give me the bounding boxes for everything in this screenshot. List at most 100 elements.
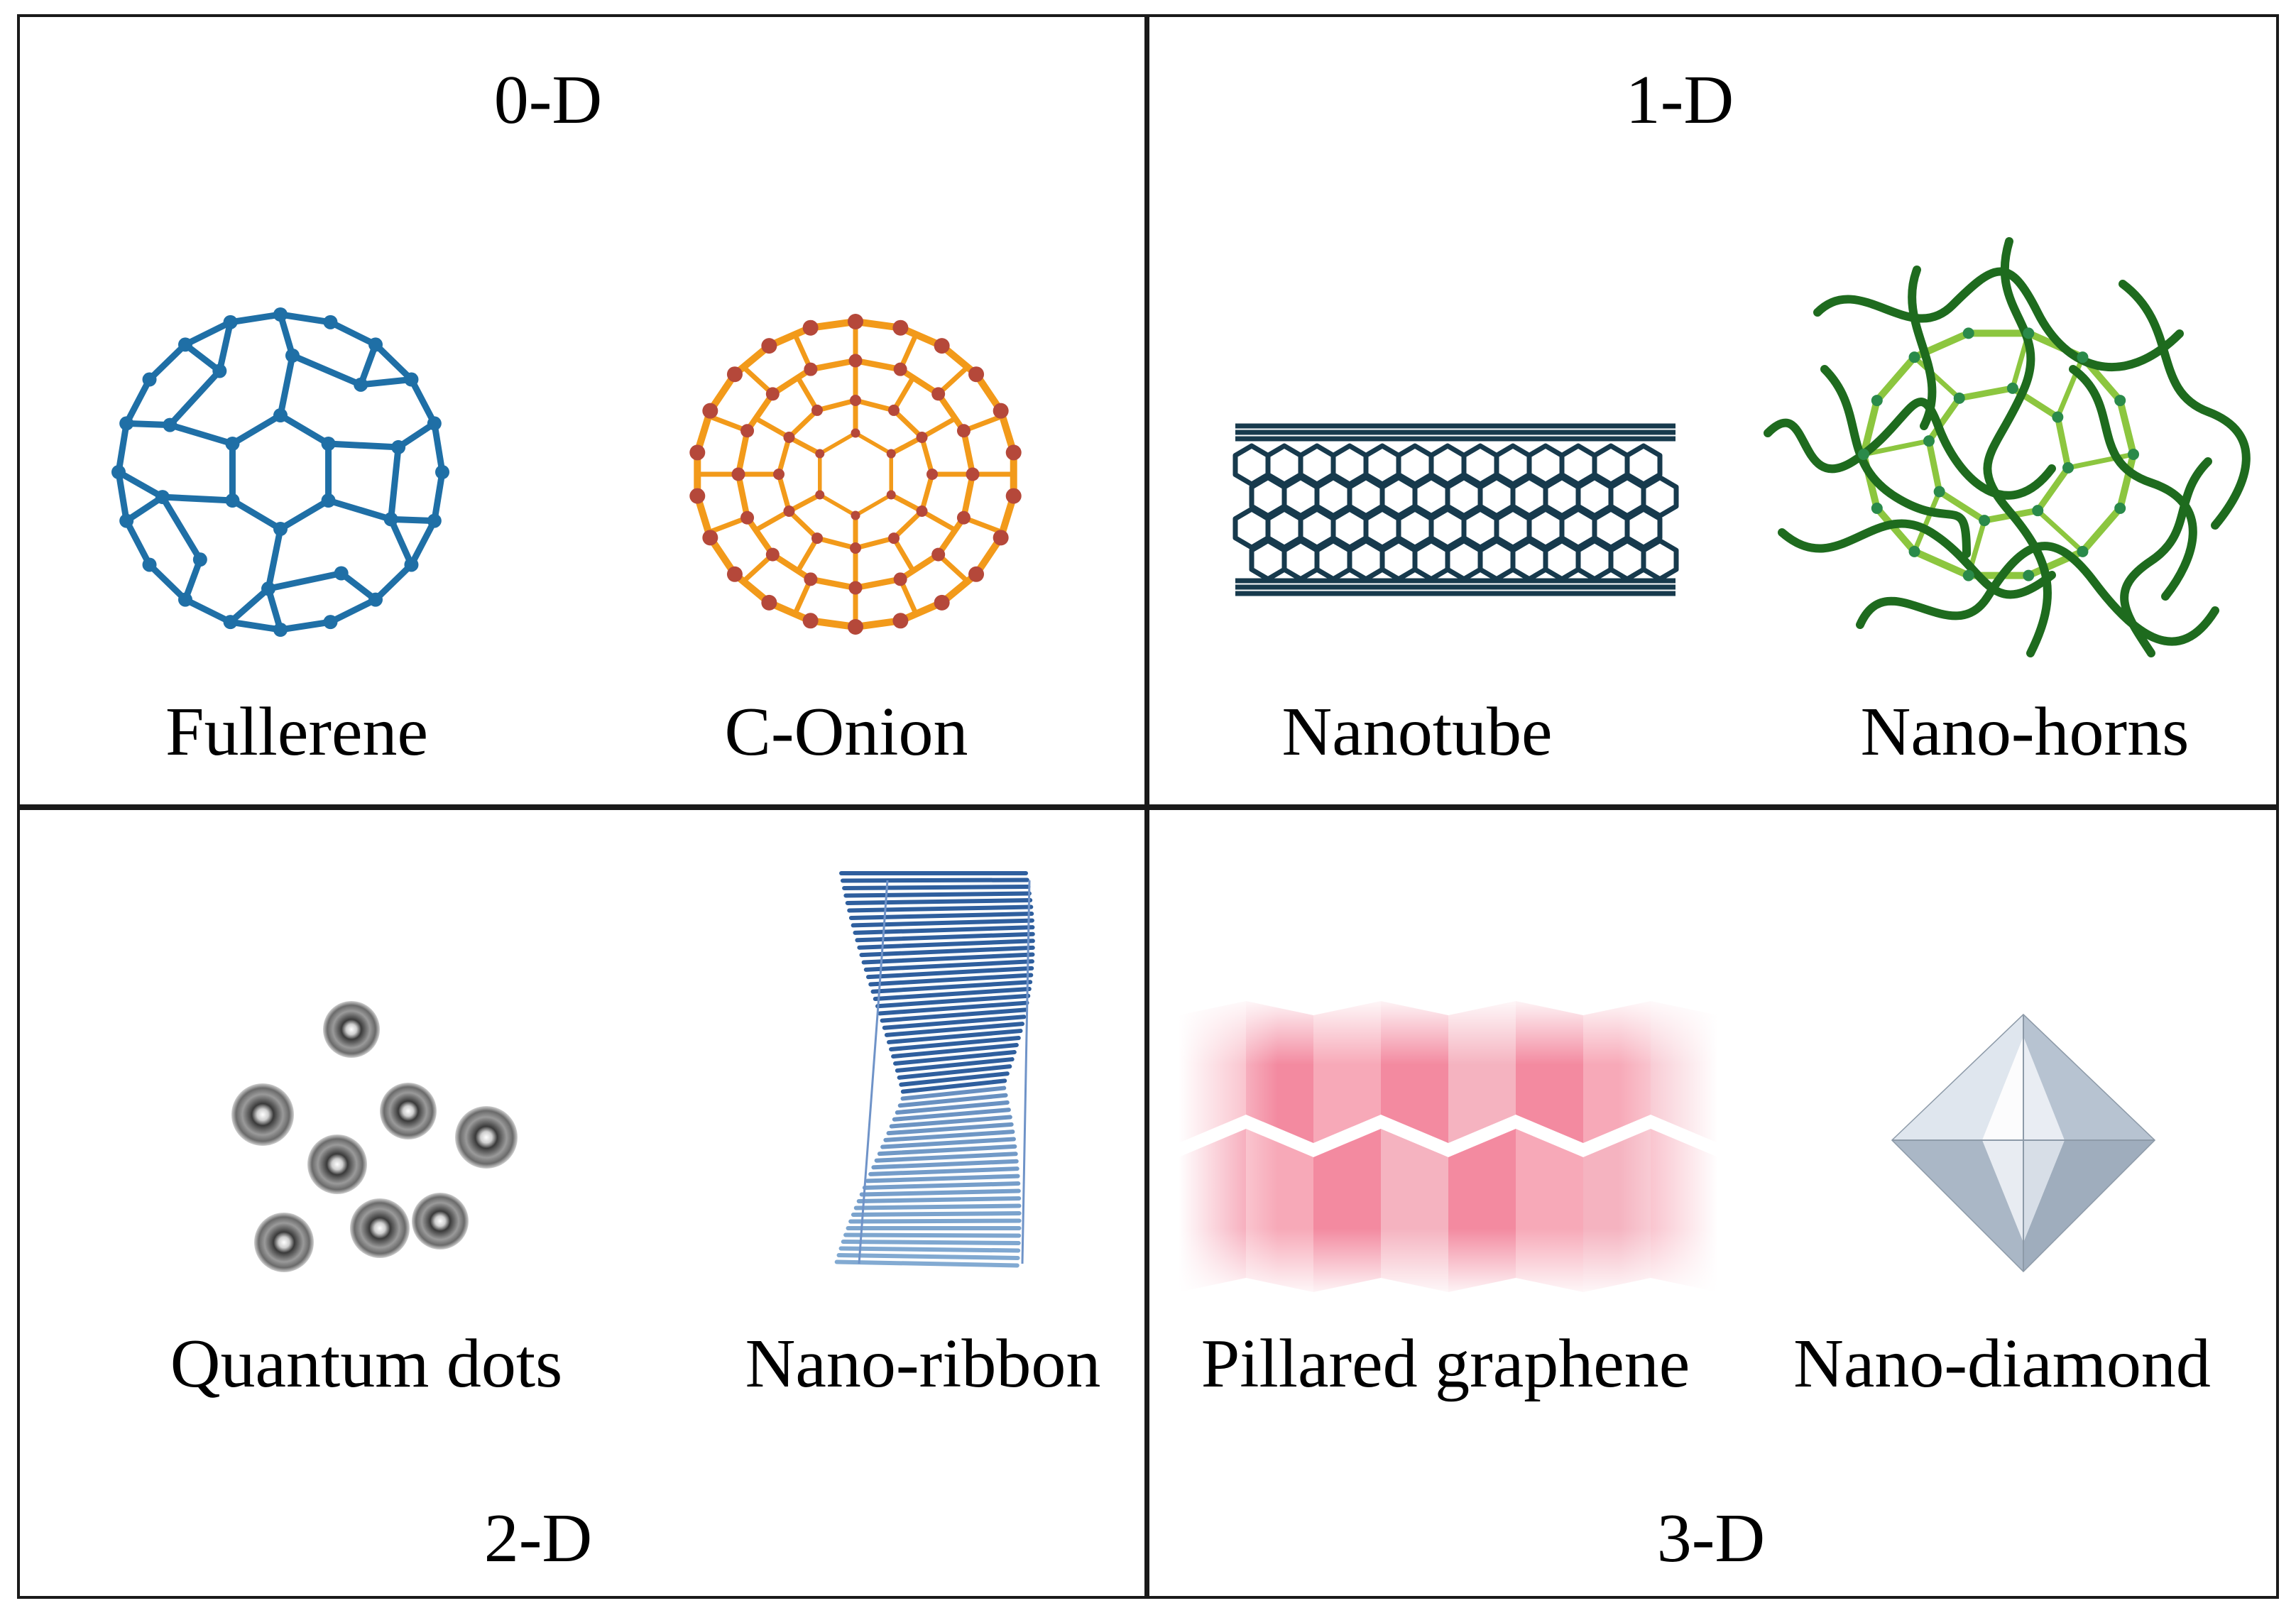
nano-diamond-illustration <box>1891 1013 2156 1273</box>
c-onion-atom <box>850 395 861 406</box>
nano-ribbon-strip <box>842 884 1031 891</box>
c-onion-atom <box>916 432 928 443</box>
fullerene-atom <box>223 615 238 630</box>
nano-horns-atom <box>1923 435 1935 447</box>
nano-horns-atom <box>2077 545 2089 557</box>
fullerene-bond <box>268 570 342 592</box>
nano-ribbon-strip <box>843 891 1032 898</box>
fullerene-bond <box>291 352 362 388</box>
c-onion-atom <box>851 510 860 520</box>
nano-ribbon-strip <box>897 1093 1008 1108</box>
nano-ribbon-strip <box>873 986 1032 1002</box>
nano-horns-atom <box>2077 351 2089 363</box>
c-onion-atom <box>966 467 980 481</box>
nano-horns-strand <box>2119 280 2251 530</box>
nanotube-hexagon <box>1249 538 1287 582</box>
nano-ribbon-strip <box>845 898 1033 905</box>
fullerene-bond <box>168 368 222 427</box>
fullerene-atom <box>119 416 134 431</box>
fullerene-atom <box>261 581 276 596</box>
c-onion-atom <box>783 432 795 443</box>
label-nano-diamond: Nano-diamond <box>1793 1325 2211 1402</box>
quantum-dot <box>254 1213 314 1272</box>
fullerene-atom <box>142 557 157 572</box>
nano-horns-strand <box>1778 519 2056 599</box>
label-nano-ribbon: Nano-ribbon <box>745 1325 1101 1402</box>
fullerene-bond <box>160 495 203 562</box>
c-onion-shell <box>818 431 893 518</box>
nano-horns-bond <box>1912 491 1942 553</box>
c-onion-atom <box>850 542 861 554</box>
c-onion-atom <box>783 505 795 517</box>
c-onion-atom <box>888 532 900 545</box>
c-onion-atom <box>702 530 718 546</box>
fullerene-atom <box>427 513 442 528</box>
fullerene-atom <box>323 615 338 630</box>
fullerene-atom <box>427 416 442 431</box>
fullerene-bond <box>216 321 234 372</box>
c-onion-atom <box>804 362 818 376</box>
c-onion-bond <box>706 413 748 434</box>
nano-horns-atom <box>1979 515 1991 527</box>
nano-ribbon-strip <box>857 939 1035 950</box>
nano-ribbon-strip <box>900 1086 1007 1101</box>
nanotube-hexagon <box>1641 475 1679 519</box>
nano-ribbon-strip <box>865 966 1034 980</box>
nano-ribbon-strip <box>892 1108 1011 1122</box>
quantum-dot <box>307 1134 367 1194</box>
fullerene-atom <box>404 557 419 572</box>
nano-ribbon-strip <box>883 1130 1015 1142</box>
c-onion-atom <box>993 530 1009 546</box>
nano-horns-strand <box>1813 267 2184 372</box>
label-fullerene: Fullerene <box>165 694 429 770</box>
c-onion-atom <box>848 314 863 329</box>
c-onion-atom <box>956 510 971 525</box>
heading-3d: 3-D <box>1656 1500 1766 1577</box>
c-onion-bond <box>890 492 924 514</box>
heading-0d: 0-D <box>493 62 603 138</box>
pillared-graphene-fade <box>1179 1228 1718 1292</box>
nanotube-hexagon <box>1281 538 1320 582</box>
c-onion-atom <box>1005 488 1022 504</box>
c-onion-atom <box>815 490 825 500</box>
nano-ribbon-strip <box>855 931 1035 943</box>
fullerene-bond <box>265 587 284 631</box>
nano-ribbon-strip <box>863 959 1034 972</box>
fullerene-bond <box>183 341 222 374</box>
fullerene-center-hexagon <box>229 412 332 532</box>
quantum-dot <box>350 1198 410 1258</box>
c-onion-atom <box>731 467 745 481</box>
nano-ribbon-strip <box>878 1000 1029 1016</box>
fullerene-atom <box>285 348 300 363</box>
c-onion-bond <box>920 508 958 534</box>
fullerene-bond <box>182 558 204 601</box>
c-onion-atom <box>934 338 950 354</box>
nano-ribbon-strip <box>853 1203 1022 1210</box>
nanotube-hexagon <box>1608 538 1646 582</box>
pillared-graphene-fade <box>1179 1001 1718 1065</box>
nano-ribbon-strip <box>895 1057 1015 1073</box>
c-onion-atom <box>804 572 818 586</box>
fullerene-atom <box>177 592 192 607</box>
c-onion-bond <box>963 515 1005 535</box>
c-onion-bond <box>936 552 971 584</box>
nano-horns-bond <box>2055 356 2085 418</box>
fullerene-atom <box>163 417 177 432</box>
c-onion-atom <box>851 428 860 438</box>
nanotube-hexagon <box>1510 538 1548 582</box>
c-onion-atom <box>848 354 863 368</box>
nano-ribbon-strip <box>851 918 1034 928</box>
nano-horns-atom <box>1871 395 1883 407</box>
nano-ribbon-strip <box>841 1239 1021 1246</box>
fullerene-bond <box>169 422 234 447</box>
c-onion-atom <box>892 319 909 336</box>
c-onion-atom <box>956 424 971 438</box>
nano-ribbon-edge <box>1021 880 1031 1264</box>
nano-ribbon-strip <box>899 1071 1010 1087</box>
nanotube-hexagon <box>1543 538 1581 582</box>
nano-horns-bond <box>2067 452 2134 471</box>
nano-horns-atom <box>1858 449 1869 460</box>
c-onion-atom <box>968 366 985 383</box>
c-onion-atom <box>802 319 819 336</box>
nanotube-illustration <box>1232 423 1679 596</box>
